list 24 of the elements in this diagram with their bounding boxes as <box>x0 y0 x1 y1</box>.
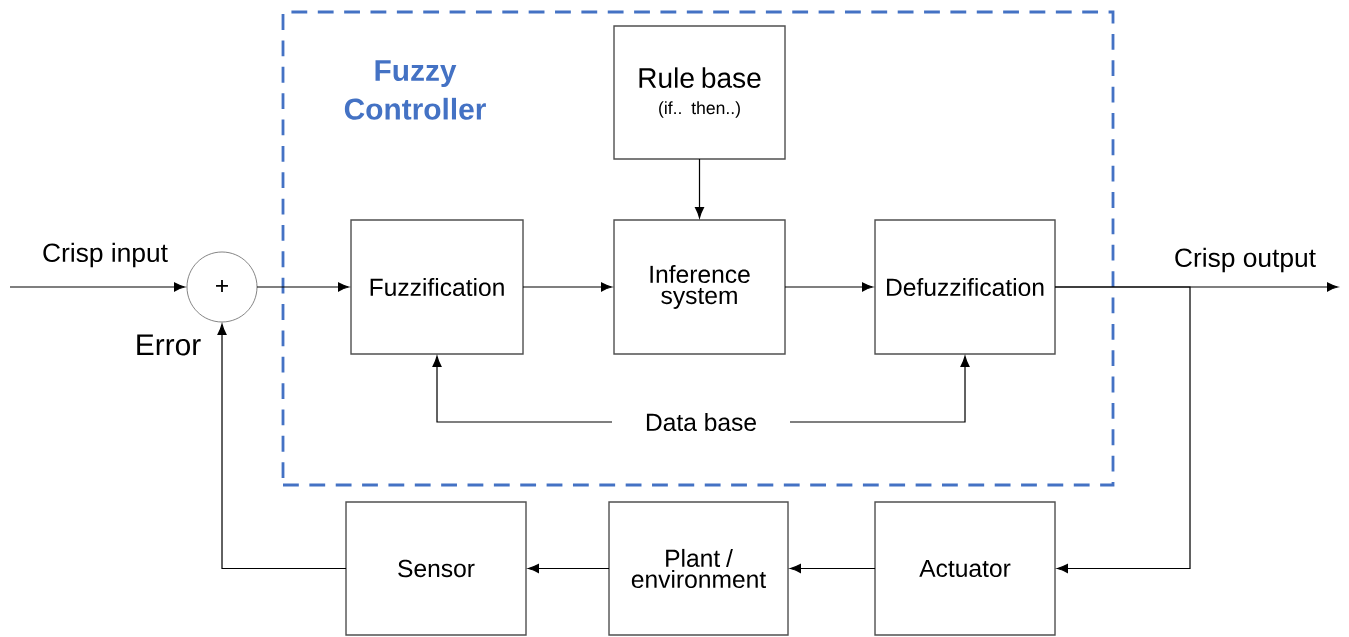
arrow <box>9 282 186 292</box>
arrow <box>784 282 874 292</box>
edge-label: Crisp input <box>40 240 170 270</box>
edge-label: Crisp output <box>1172 245 1318 275</box>
arrow <box>694 158 705 219</box>
arrow <box>789 355 970 423</box>
process-box: Actuator <box>874 501 1056 636</box>
arrow <box>527 563 610 574</box>
arrow <box>217 323 347 570</box>
process-box: Rule base (if.. then..) <box>613 25 786 160</box>
node-text: Data base <box>646 412 756 432</box>
process-box: Plant / environment <box>608 501 789 636</box>
process-box: Inference system <box>613 219 786 355</box>
group-title: Fuzzy Controller <box>344 60 486 120</box>
process-box: Sensor <box>345 501 527 636</box>
arrow <box>1054 286 1191 574</box>
summing-junction: + <box>186 251 258 323</box>
arrow <box>256 282 350 292</box>
arrow <box>432 355 613 423</box>
process-box: Defuzzification <box>874 219 1056 355</box>
side-label: Error <box>137 334 201 356</box>
arrow <box>789 563 876 574</box>
arrow <box>522 282 613 292</box>
process-box: Fuzzification <box>350 219 524 355</box>
